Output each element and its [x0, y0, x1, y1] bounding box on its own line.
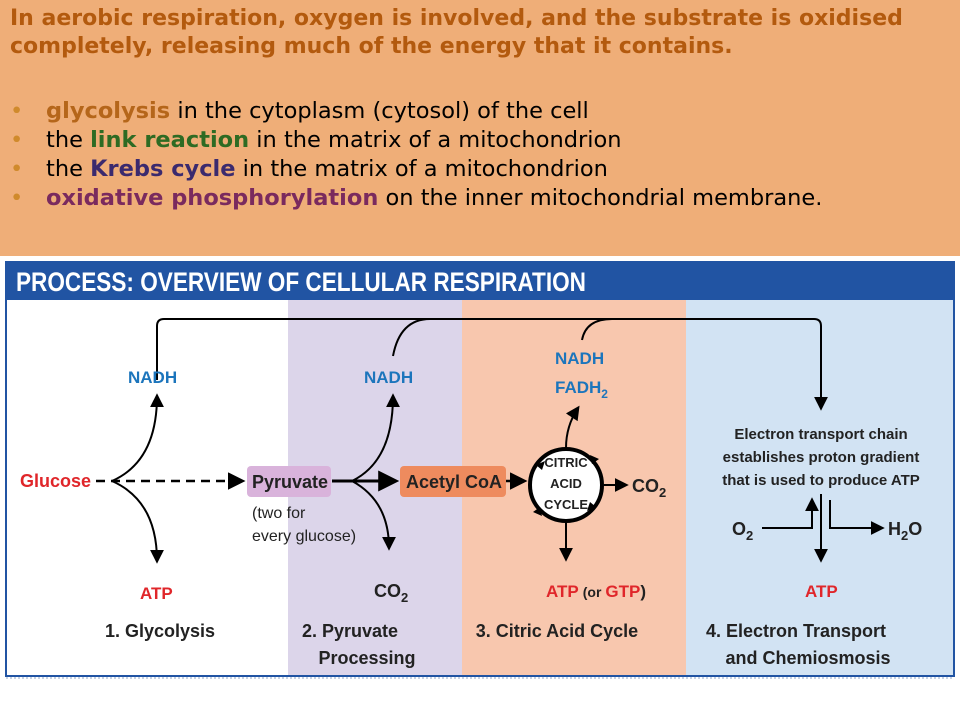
intro-text: In aerobic respiration, oxygen is involv… [10, 6, 903, 59]
nadh-fadh2-link-line [581, 318, 613, 341]
stage-description: in the matrix of a mitochondrion [235, 156, 608, 182]
etc-text-line3: that is used to produce ATP [722, 472, 920, 489]
acetyl-coa-label: Acetyl CoA [406, 472, 502, 492]
electron-transport-panel [686, 300, 953, 675]
etc-atp-label: ATP [805, 582, 838, 601]
stage-item-link-reaction: • the link reaction in the matrix of a m… [10, 126, 950, 155]
cycle-label-line3: CYCLE [544, 497, 588, 512]
stage-prefix: the [46, 127, 91, 153]
step-label-citric-acid: 3. Citric Acid Cycle [476, 621, 638, 641]
cycle-label-line1: CITRIC [544, 455, 588, 470]
bullet-marker: • [10, 156, 24, 182]
oxygen-arrow [762, 497, 819, 529]
stage-item-krebs-cycle: • the Krebs cycle in the matrix of a mit… [10, 155, 950, 184]
co2-label-3: CO2 [632, 476, 666, 500]
step-label-pyruvate-line2: Processing [318, 648, 415, 668]
step-label-etc-line1: 4. Electron Transport [706, 621, 886, 641]
etc-text-line1: Electron transport chain [734, 426, 907, 443]
pyruvate-box [247, 466, 331, 497]
figure-title: PROCESS: OVERVIEW OF CELLULAR RESPIRATIO… [16, 267, 586, 297]
cycle-nadh-label: NADH [555, 349, 604, 368]
step-label-etc-line2: and Chemiosmosis [725, 648, 890, 668]
stage-description: on the inner mitochondrial membrane. [378, 185, 823, 211]
pyruvate-nadh-arrow [351, 393, 400, 482]
bullet-marker: • [10, 127, 24, 153]
glycolysis-atp-label: ATP [140, 584, 173, 603]
stage-prefix: the [46, 156, 91, 182]
keyword-krebs-cycle: Krebs cycle [90, 156, 236, 182]
co2-label-2: CO2 [374, 581, 408, 605]
water-arrow [829, 500, 885, 535]
stage-list: • glycolysis in the cytoplasm (cytosol) … [10, 97, 950, 213]
pyruvate-label: Pyruvate [252, 472, 328, 492]
stage-description: in the matrix of a mitochondrion [249, 127, 622, 153]
keyword-oxidative-phosphorylation: oxidative phosphorylation [46, 185, 379, 211]
bullet-marker: • [10, 185, 24, 211]
h2o-label: H2O [888, 519, 922, 543]
bullet-marker: • [10, 98, 24, 124]
stage-item-oxidative-phosphorylation: • oxidative phosphorylation on the inner… [10, 184, 950, 213]
keyword-glycolysis: glycolysis [46, 98, 171, 124]
cycle-arrowhead [536, 461, 545, 470]
pyruvate-note-line1: (two for [252, 505, 306, 522]
acetyl-coa-box [400, 466, 506, 497]
step-label-glycolysis: 1. Glycolysis [105, 621, 215, 641]
glycolysis-nadh-label: NADH [128, 368, 177, 387]
stage-description: in the cytoplasm (cytosol) of the cell [170, 98, 589, 124]
step-label-pyruvate-line1: 2. Pyruvate [302, 621, 398, 641]
glycolysis-atp-arrow [111, 480, 164, 564]
keyword-link-reaction: link reaction [90, 127, 250, 153]
fadh2-label: FADH2 [555, 378, 608, 401]
nadh-link-line [392, 318, 431, 357]
notes-panel: In aerobic respiration, oxygen is involv… [0, 0, 960, 256]
cycle-nadh-arrow [565, 405, 580, 449]
pyruvate-nadh-label: NADH [364, 368, 413, 387]
electron-carrier-arrow [156, 318, 828, 411]
o2-label: O2 [732, 519, 753, 543]
cycle-arrowhead [587, 502, 596, 511]
stage-item-glycolysis: • glycolysis in the cytoplasm (cytosol) … [10, 97, 950, 126]
title-bar [6, 262, 954, 300]
glycolysis-nadh-arrow [111, 393, 164, 482]
cycle-arrowhead [533, 507, 542, 516]
glucose-label: Glucose [20, 471, 91, 491]
respiration-overview-figure: PROCESS: OVERVIEW OF CELLULAR RESPIRATIO… [0, 256, 960, 720]
overview-diagram: PROCESS: OVERVIEW OF CELLULAR RESPIRATIO… [5, 261, 955, 679]
citric-acid-cycle-ring [528, 447, 604, 523]
etc-text-line2: establishes proton gradient [723, 449, 920, 466]
cycle-label-line2: ACID [550, 476, 582, 491]
pyruvate-note-line2: every glucose) [252, 528, 356, 545]
pyruvate-co2-arrow [351, 480, 396, 551]
cycle-arrowhead [590, 455, 599, 464]
